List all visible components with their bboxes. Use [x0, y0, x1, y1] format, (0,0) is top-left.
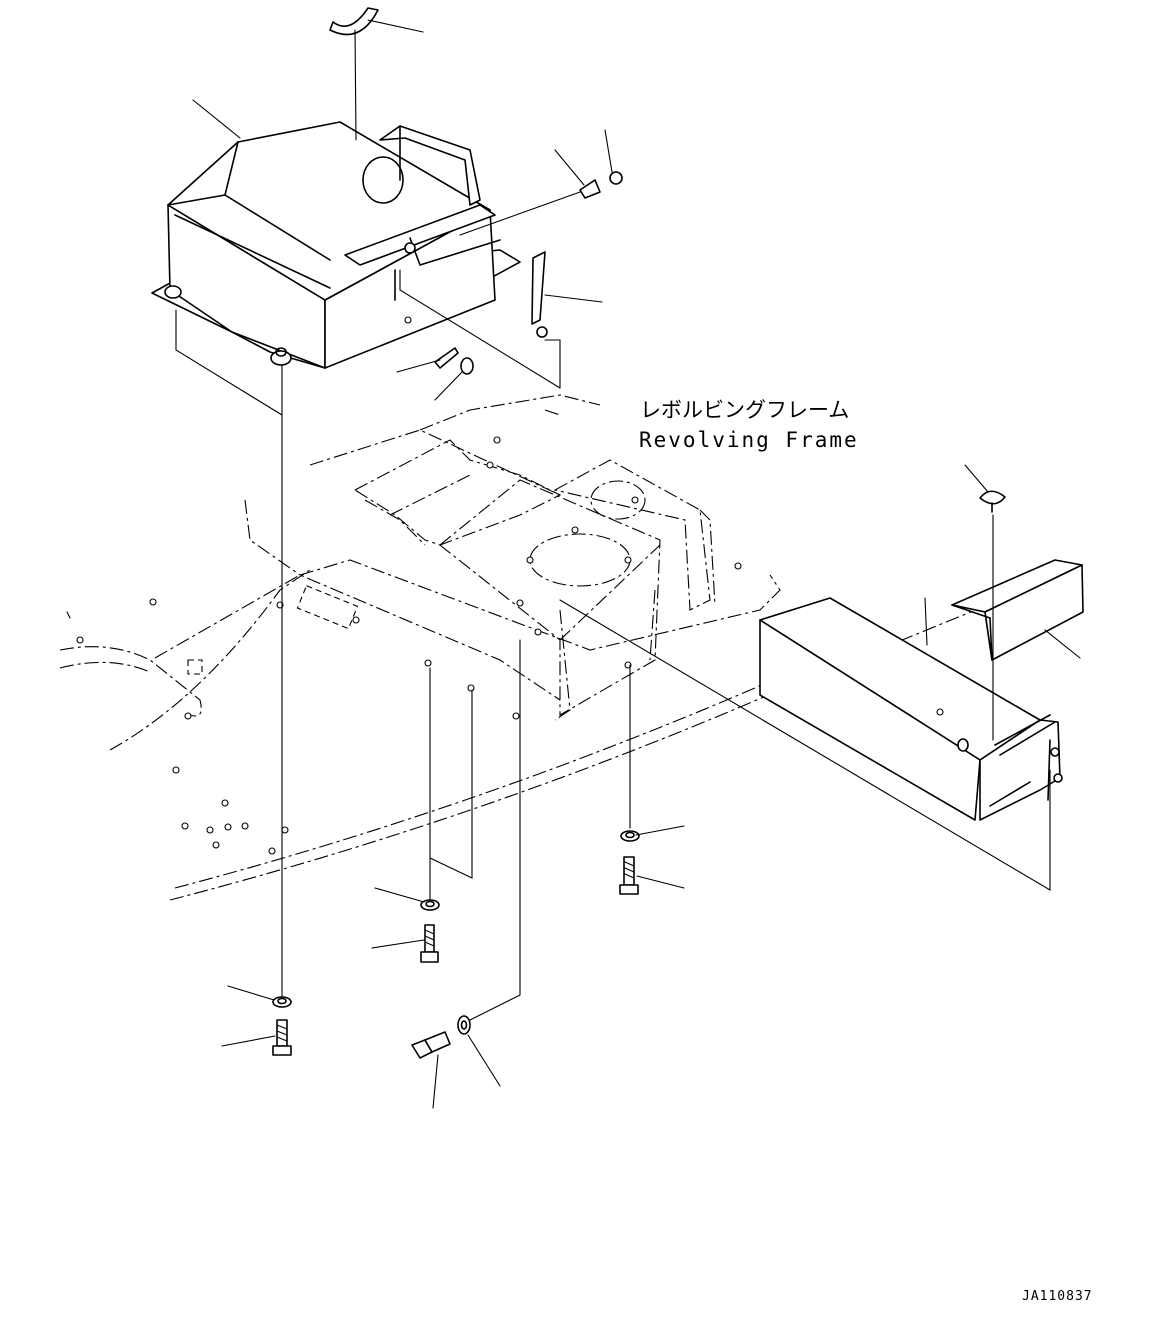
push-clip — [979, 490, 1006, 741]
cable-tie — [434, 347, 459, 369]
washer-small — [460, 357, 474, 375]
duct-bracket-plate — [951, 559, 1084, 661]
washer-bolt-left — [272, 996, 292, 1056]
frame-label-en: Revolving Frame — [639, 428, 859, 452]
callout-leaders — [66, 19, 1081, 1109]
revolving-frame — [59, 394, 1001, 901]
washer-bolt-center — [420, 667, 473, 963]
bolt-horizontal — [411, 639, 521, 1059]
cover-clip — [329, 7, 379, 36]
washer-bolt-right — [619, 664, 640, 895]
stay-bracket — [399, 251, 561, 389]
frame-label-jp: レボルビングフレーム — [640, 398, 849, 422]
clip-fastener — [459, 171, 623, 236]
upper-cover — [151, 121, 521, 369]
drawing-reference: JA110837 — [1022, 1289, 1093, 1304]
duct-cover — [759, 597, 1063, 821]
cover-flange-bolts — [164, 285, 292, 366]
frame-bolt-holes — [76, 436, 742, 855]
